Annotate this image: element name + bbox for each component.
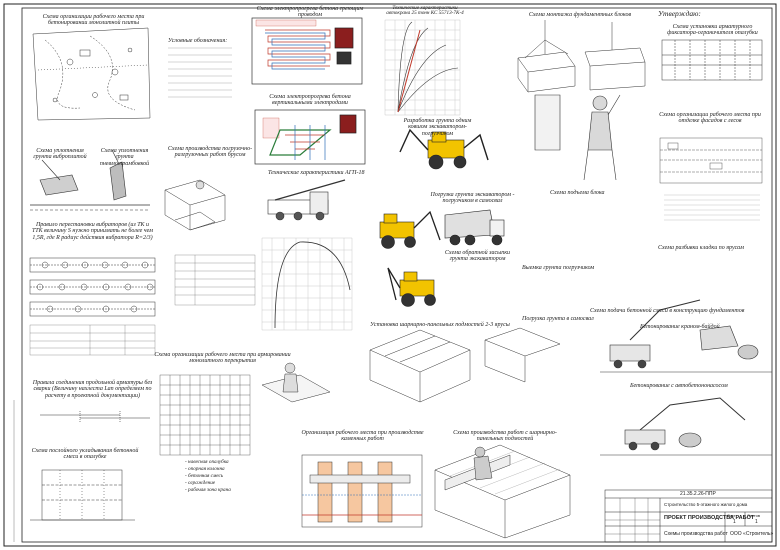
title-block-sheets-label: Листов	[747, 513, 760, 518]
rebar-worker	[261, 362, 331, 403]
title-block-sheet-name: Схемы производства работ	[664, 531, 728, 537]
rebar-fixture-title: Схема установки арматурного фиксатора-ог…	[667, 24, 758, 37]
inner-frame	[21, 7, 773, 543]
crane-curves	[397, 21, 459, 113]
masonry-scaffold-drawing	[434, 444, 571, 539]
title-block-grid	[604, 489, 773, 543]
excavation-loader-title: Разработка грунта одним ковшом экскавато…	[403, 118, 472, 137]
facade-workplace-title: Схема организации рабочего места при отд…	[659, 112, 761, 125]
workplace-plan-drawing	[32, 27, 151, 121]
block-lifting-title: Схема подъема блока	[550, 190, 605, 196]
workers-drawing	[534, 94, 621, 181]
scaffold-iso-drawing	[369, 327, 561, 403]
symbols-list-lines	[168, 47, 232, 98]
soil-loading-title: Погрузка грунта в самосвал	[522, 316, 594, 322]
dump-truck	[444, 209, 505, 246]
outer-frame	[3, 3, 777, 547]
concrete-pump-drawing	[600, 397, 772, 456]
mason-worker	[473, 446, 493, 481]
rebar-fixture-drawing	[661, 39, 763, 81]
block-mounting-title: Схема монтажа фундаментных блоков	[528, 12, 632, 18]
symbols-table	[174, 254, 256, 306]
title-block-sheet-label: Лист	[727, 513, 736, 518]
concrete-layers-drawing	[30, 469, 135, 521]
symbols-title: Условные обозначения:	[168, 38, 228, 44]
loading-iso-drawing	[164, 179, 226, 231]
excavator-2	[379, 210, 441, 249]
scaffold-panel-title: Схема производства работ с шарнирно-пане…	[453, 430, 557, 443]
concrete-layers-title: Схема послойного укладывания бетонной см…	[31, 448, 139, 461]
excavator-1	[399, 128, 489, 170]
block-mount-drawing	[517, 20, 646, 93]
legend-line-5: - рабочая зона крана	[185, 487, 231, 493]
masonry-workplace-title: Организация рабочего места при производс…	[301, 430, 424, 443]
legend-line-4: - ограждение	[185, 480, 216, 486]
compaction-drawing	[30, 149, 150, 211]
crane-chart-title: Технические характеристики автокрана 25 …	[386, 5, 464, 17]
rebar-joints-title: Правила соединения продольной арматуры б…	[32, 380, 153, 399]
loading-unloading-title: Схема производства погрузочно-разгрузочн…	[167, 146, 253, 159]
lap-joint-drawing	[40, 411, 150, 422]
title-block-sheets-total: 1	[755, 519, 758, 525]
heating-wires-drawing	[251, 17, 363, 85]
scaffold-install-title: Установка шарнирно-панельных подмостей 2…	[370, 322, 510, 328]
title-block-sheet-no: 1	[733, 519, 736, 525]
agp-truck-drawing	[267, 179, 346, 221]
compaction-vibro-title: Схема уплотнения грунта виброплитой	[33, 148, 87, 161]
heating-electrodes-title: Схема электропрогрева бетона вертикальны…	[269, 94, 351, 107]
title-block-ppr: ПРОЕКТ ПРОИЗВОДСТВА РАБОТ	[664, 515, 755, 521]
vibrator-bands	[29, 257, 156, 317]
crane-chart-drawing	[384, 19, 461, 116]
legend-line-3: - бетонная смесь	[185, 473, 224, 479]
approval-stamp: Утверждаю:	[658, 9, 701, 18]
heating-electrodes-drawing	[254, 109, 366, 165]
excavator-3	[387, 267, 436, 307]
rebar-grid	[159, 374, 251, 456]
heating-wires-title: Схема электропрогрева бетона греющим про…	[256, 6, 364, 19]
concrete-crane-drawing	[600, 299, 772, 373]
vibrator-table	[29, 324, 156, 356]
legend-line-1: - навесная опалубка	[185, 459, 229, 465]
concrete-pump-title: Бетонирование с автобетононасосом	[630, 383, 728, 389]
agp-title: Технические характеристики АГП-18	[268, 170, 365, 176]
title-block-project: Строительство 5-этажного жилого дома	[664, 502, 748, 507]
concrete-crane-title: Бетонирование краном-байдой	[640, 324, 720, 330]
agp-envelope-drawing	[261, 237, 353, 331]
concrete-supply-title: Схема подачи бетонной смеси в конструкци…	[590, 308, 745, 314]
legend-line-2: - опорная колонна	[185, 466, 225, 472]
masonry-cut-title: Схема разбивки кладки по ярусам	[658, 245, 744, 251]
title-block-code: 21.35.2.26-ППР	[680, 491, 716, 497]
compaction-pneumo-title: Схема уплотнения грунта пневмотрамбовкой	[99, 148, 150, 167]
vibrator-rule-title: Правило перестановки вибраторов (из ТК и…	[31, 222, 154, 241]
facade-plan-drawing	[659, 137, 763, 221]
soil-trench-title: Выемка грунта погрузчиком	[522, 265, 595, 271]
backfill-title: Схема обратной засыпки грунта экскаватор…	[444, 250, 511, 263]
masonry-layout-drawing	[301, 454, 423, 528]
rebar-workplace-title: Схема организации рабочего места при арм…	[154, 352, 291, 365]
workplace-concrete-title: Схема организации рабочего места при бет…	[42, 14, 145, 27]
dump-loading-title: Погрузка грунта экскаватором - погрузчик…	[430, 192, 515, 205]
title-block-org: ООО «Строитель»	[730, 531, 774, 537]
agp-envelope-curve	[274, 241, 351, 329]
